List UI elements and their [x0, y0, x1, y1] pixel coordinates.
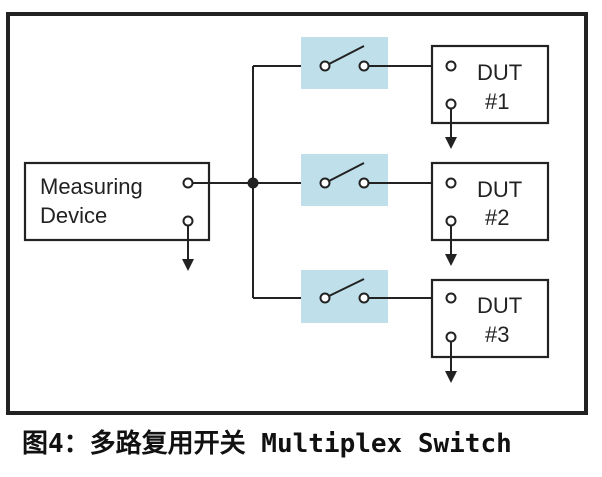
dut-3-number: #3: [485, 322, 509, 347]
measuring-device-label-1: Measuring: [40, 174, 143, 199]
dut-3: DUT #3: [430, 278, 550, 383]
dut-1-number: #1: [485, 89, 509, 114]
switch-3[interactable]: [301, 270, 446, 323]
return-terminal: [182, 215, 194, 227]
bus-wiring: [193, 65, 325, 299]
outer-frame: [6, 12, 588, 415]
dut-3-label: DUT: [477, 293, 522, 318]
switch-1[interactable]: [301, 37, 446, 89]
dut-2: DUT #2: [430, 161, 550, 266]
dut-1-label: DUT: [477, 60, 522, 85]
ground-arrow-icon: [182, 259, 194, 271]
dut-2-label: DUT: [477, 177, 522, 202]
ground-arrow-icon: [445, 137, 457, 149]
ground-arrow-icon: [445, 371, 457, 383]
output-terminal: [182, 177, 194, 189]
switch-2[interactable]: [301, 154, 446, 206]
measuring-device-box: [23, 161, 211, 242]
measuring-device-label-2: Device: [40, 203, 107, 228]
measuring-device: Measuring Device: [23, 161, 211, 271]
dut-1: DUT #1: [430, 44, 550, 149]
junction-dot: [247, 177, 259, 189]
ground-arrow-icon: [445, 254, 457, 266]
dut-2-number: #2: [485, 205, 509, 230]
figure-caption: 图4：多路复用开关 Multiplex Switch: [22, 429, 512, 459]
